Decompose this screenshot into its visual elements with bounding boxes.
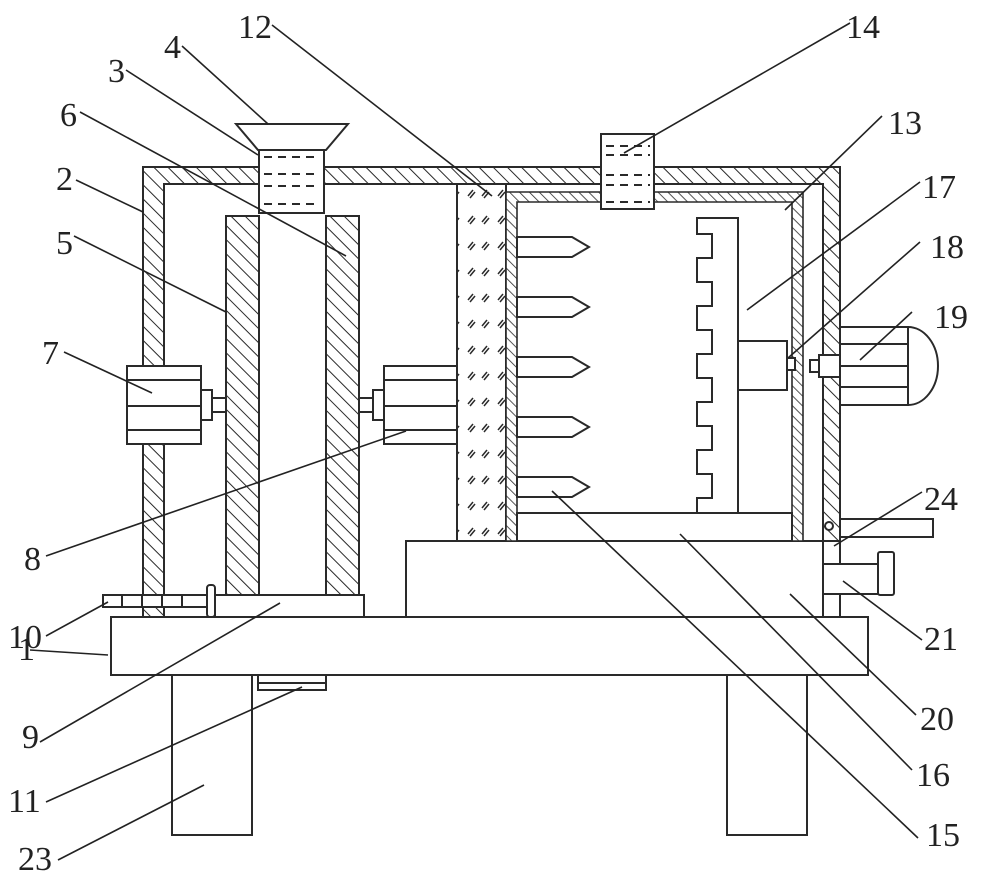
leader-line-3 <box>125 69 259 156</box>
part-label-9: 9 <box>22 719 39 756</box>
feed-pipe <box>258 149 325 214</box>
leader-line-11 <box>45 686 303 803</box>
outer-housing <box>142 166 841 618</box>
spike <box>516 236 591 258</box>
leader-line-13 <box>784 115 883 211</box>
rotating-plate <box>214 594 365 618</box>
part-label-13: 13 <box>888 105 922 142</box>
part-label-19: 19 <box>934 299 968 336</box>
part-label-16: 16 <box>916 757 950 794</box>
leader-line-4 <box>181 45 269 125</box>
part-label-7: 7 <box>42 335 59 372</box>
part-label-1: 1 <box>18 631 35 668</box>
leader-line-1 <box>29 649 109 656</box>
connector-block <box>737 340 788 391</box>
gear-rack <box>102 594 214 608</box>
inner-grinding-tube <box>225 215 260 596</box>
part-label-14: 14 <box>846 9 880 46</box>
leader-line-6 <box>79 111 347 257</box>
leader-line-10 <box>45 601 109 637</box>
bottom-plate <box>516 512 793 542</box>
leader-line-21 <box>842 580 923 641</box>
discharge-board <box>839 518 934 538</box>
leader-line-17 <box>746 181 921 311</box>
part-label-24: 24 <box>924 481 958 518</box>
leader-line-15 <box>551 490 919 839</box>
part-label-15: 15 <box>926 817 960 854</box>
leader-line-9 <box>39 602 281 743</box>
crushing-comb <box>696 217 739 514</box>
feed-hopper <box>233 123 351 151</box>
left-leg <box>171 674 253 836</box>
part-label-3: 3 <box>108 53 125 90</box>
part-label-12: 12 <box>238 9 272 46</box>
part-label-20: 20 <box>920 701 954 738</box>
spike <box>516 476 591 498</box>
part-label-6: 6 <box>60 97 77 134</box>
base-plate <box>110 616 869 676</box>
leader-line-16 <box>679 533 913 771</box>
part-label-2: 2 <box>56 161 73 198</box>
part-label-10: 10 <box>8 619 42 656</box>
part-label-8: 8 <box>24 541 41 578</box>
leader-line-7 <box>63 351 153 394</box>
spike <box>516 416 591 438</box>
crushing-spikes <box>516 236 591 498</box>
leader-line-8 <box>45 430 407 557</box>
inner-crushing-box <box>505 191 804 542</box>
filter-screen <box>456 183 507 542</box>
part-label-21: 21 <box>924 621 958 658</box>
part-label-23: 23 <box>18 841 52 878</box>
leader-line-2 <box>75 179 144 213</box>
part-label-5: 5 <box>56 225 73 262</box>
leader-line-5 <box>73 235 227 313</box>
part-label-11: 11 <box>8 783 41 820</box>
leader-line-19 <box>859 311 913 361</box>
leader-line-24 <box>833 491 923 547</box>
support-platform <box>405 540 824 618</box>
leader-line-12 <box>271 24 493 197</box>
spike <box>516 296 591 318</box>
right-leg <box>726 674 808 836</box>
spike <box>516 356 591 378</box>
outer-grinding-tube <box>325 215 360 596</box>
leader-line-20 <box>789 593 917 716</box>
part-label-4: 4 <box>164 29 181 66</box>
part-label-17: 17 <box>922 169 956 206</box>
leader-line-23 <box>57 784 205 861</box>
leader-line-14 <box>623 22 851 154</box>
part-label-18: 18 <box>930 229 964 266</box>
leader-line-18 <box>787 241 921 359</box>
handle <box>822 563 879 595</box>
